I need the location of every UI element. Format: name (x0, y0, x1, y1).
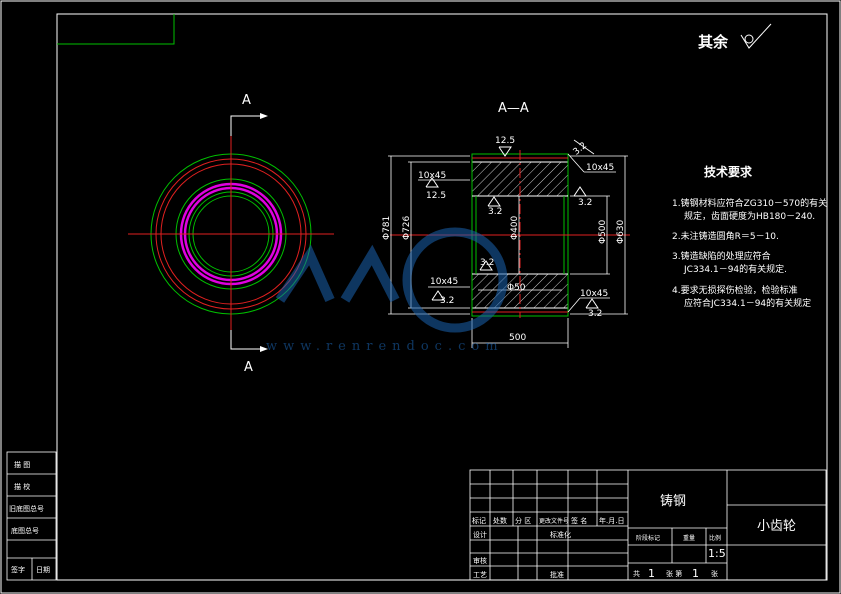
requirements-title: 技术要求 (704, 164, 753, 179)
left-block (6, 451, 57, 581)
tb-ratio: 比例 (709, 534, 721, 542)
tb-change-doc: 更改文件号 (539, 517, 569, 525)
tb-part-name: 小齿轮 (757, 519, 796, 534)
corner-box (57, 14, 175, 45)
frame-border (56, 13, 828, 581)
left-block-base-no: 底图总号 (11, 526, 39, 535)
dim-d3: Φ400 (510, 215, 520, 240)
tb-sheet-end: 张 (711, 569, 718, 578)
tb-mark: 标记 (472, 516, 486, 525)
req-line-3: 2.未注铸造圆角R＝5－10. (672, 230, 779, 242)
left-block-check: 描 校 (14, 482, 30, 491)
tb-count: 处数 (493, 516, 507, 525)
tb-approve: 批准 (550, 570, 564, 579)
dim-r-right-top: 3.2 (578, 198, 592, 208)
tb-process: 工艺 (473, 571, 487, 579)
dim-r-inner: 3.2 (488, 207, 502, 217)
section-marker-bottom (230, 330, 268, 352)
watermark: www.renrendoc.com (266, 227, 508, 354)
left-block-sign: 签字 (11, 565, 25, 574)
surface-finish-symbol (740, 23, 772, 49)
section-label-top: A (242, 93, 251, 108)
surface-finish-label: 其余 (698, 33, 729, 51)
req-line-2: 规定，齿面硬度为HB180－240. (684, 210, 815, 222)
dim-d6: Φ50 (507, 283, 526, 293)
left-block-old-no: 旧底图总号 (9, 504, 44, 513)
req-line-6: 4.要求无损探伤检验，检验标准 (672, 284, 798, 296)
req-line-7: 应符合JC334.1－94的有关规定 (684, 297, 811, 309)
tb-standard: 标准化 (550, 530, 571, 539)
tb-zone: 分 区 (515, 516, 531, 525)
tb-design: 设计 (473, 530, 487, 539)
dim-d4: Φ500 (598, 219, 608, 244)
tb-total-label: 共 (633, 569, 640, 578)
section-view (390, 150, 630, 318)
front-view (128, 136, 334, 332)
dim-chamfer-bl: 10x45 (430, 277, 458, 287)
left-block-trace: 描 图 (14, 460, 30, 469)
tb-sheet-n: 1 (692, 567, 699, 580)
tb-scale: 1:5 (708, 547, 726, 560)
tb-stage: 阶段标记 (636, 534, 660, 542)
watermark-url: www.renrendoc.com (266, 339, 504, 354)
dim-chamfer-br: 10x45 (580, 289, 608, 299)
dim-r-corner: 3.2 (572, 141, 589, 158)
dim-d5: Φ630 (616, 219, 626, 244)
tb-review: 审核 (473, 556, 487, 565)
tb-total-n: 1 (648, 567, 655, 580)
tb-date: 年.月.日 (599, 516, 624, 525)
title-block-grid (469, 469, 827, 581)
section-title: A—A (498, 101, 529, 116)
tb-sheet-label: 张 第 (666, 569, 682, 578)
tb-weight: 重量 (683, 534, 695, 542)
tb-material: 铸钢 (660, 493, 686, 509)
dim-r-right-mid: 3.2 (480, 258, 494, 268)
req-line-4: 3.铸造缺陷的处理应符合 (672, 250, 771, 262)
section-label-bottom: A (244, 360, 253, 375)
section-marker-top (230, 113, 268, 136)
dim-r-top: 12.5 (495, 136, 515, 146)
req-line-1: 1.铸钢材料应符合ZG310－570的有关 (672, 197, 827, 209)
dim-d2: Φ726 (402, 215, 412, 240)
roughness-symbols (425, 146, 599, 309)
dim-d1: Φ781 (382, 216, 392, 240)
dim-length: 500 (509, 333, 526, 343)
req-line-5: JC334.1－94的有关规定. (683, 263, 787, 275)
dimension-lines (388, 139, 628, 348)
dim-chamfer-tr: 10x45 (586, 163, 614, 173)
dim-r-bottom-left: 3.2 (440, 296, 454, 306)
dim-chamfer-tl: 10x45 (418, 171, 446, 181)
left-block-date: 日期 (36, 566, 50, 574)
dim-r-bottom-right: 3.2 (588, 309, 602, 319)
dim-r-left: 12.5 (426, 191, 446, 201)
tb-signature: 签 名 (571, 516, 587, 525)
